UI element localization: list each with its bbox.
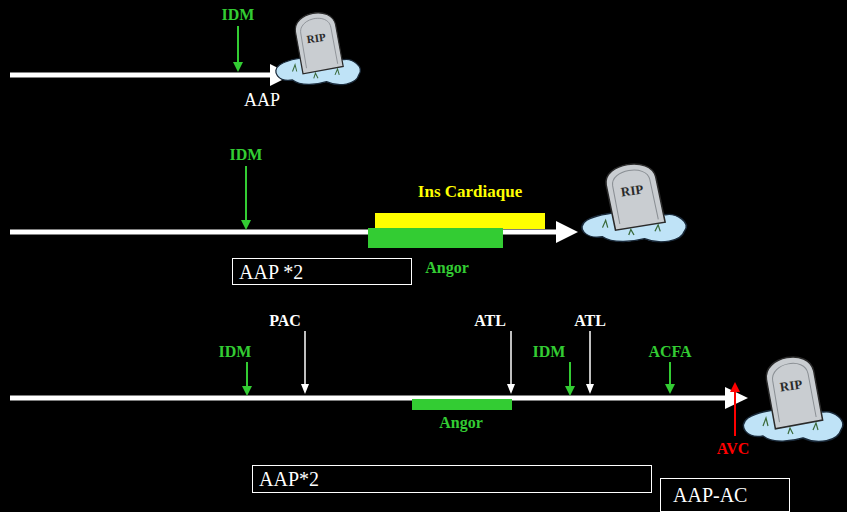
tombstone-text: RIP [620, 181, 644, 200]
label-text: Ins Cardiaque [418, 182, 522, 201]
procedure-label: ATL [574, 313, 606, 329]
treatment-box: AAP*2 [252, 465, 652, 493]
event-head [233, 62, 243, 72]
event-arrow [245, 166, 247, 222]
label-text: AAP [244, 90, 280, 110]
box-text: AAP*2 [259, 469, 319, 489]
condition-label: Angor [425, 260, 469, 276]
treatment-box: AAP *2 [232, 258, 412, 285]
event-head [507, 384, 515, 394]
label-text: RIP [779, 377, 803, 395]
event-label: IDM [222, 7, 255, 23]
timeline-line [10, 396, 727, 401]
label-text: RIP [306, 31, 326, 46]
event-head [665, 384, 675, 394]
treatment-box: AAP-AC [660, 478, 790, 512]
label-text: RIP [620, 182, 644, 200]
event-head [242, 386, 252, 396]
event-head [565, 386, 575, 396]
angina-bar [368, 228, 503, 248]
event-label: IDM [219, 344, 252, 360]
box-text: AAP *2 [239, 262, 303, 282]
label-text: IDM [219, 343, 252, 360]
event-label: IDM [533, 344, 566, 360]
event-label: ACFA [648, 344, 691, 360]
label-text: Angor [439, 414, 483, 431]
event-head [301, 384, 309, 394]
label-text: ATL [574, 312, 606, 329]
timeline-line [10, 73, 272, 78]
angina-bar [412, 399, 512, 410]
event-arrow [246, 362, 248, 388]
event-label: AVC [717, 441, 750, 457]
event-arrow [237, 26, 239, 64]
label-text: PAC [269, 312, 301, 329]
event-arrow [569, 362, 571, 388]
label-text: IDM [533, 343, 566, 360]
label-text: IDM [230, 146, 263, 163]
event-arrow [589, 331, 591, 386]
event-arrow [304, 331, 306, 386]
procedure-label: PAC [269, 313, 301, 329]
event-head [241, 220, 251, 230]
event-label: IDM [230, 147, 263, 163]
tombstone-text: RIP [779, 376, 803, 395]
condition-label: Angor [439, 415, 483, 431]
event-arrow [669, 362, 671, 386]
label-text: ACFA [648, 343, 691, 360]
label-text: IDM [222, 6, 255, 23]
tombstone [276, 10, 361, 85]
event-arrow [734, 390, 736, 436]
box-text: AAP-AC [673, 485, 747, 505]
tombstone [743, 354, 842, 442]
condition-label: Ins Cardiaque [418, 183, 522, 200]
label-text: AVC [717, 440, 750, 457]
label-text: ATL [474, 312, 506, 329]
timeline-head [556, 221, 578, 243]
event-arrow [510, 331, 512, 386]
label-text: Angor [425, 259, 469, 276]
heart-failure-bar [375, 213, 545, 229]
event-head [586, 384, 594, 394]
tombstone [582, 161, 686, 242]
procedure-label: ATL [474, 313, 506, 329]
tombstone-text: RIP [306, 28, 327, 46]
event-head [730, 382, 740, 392]
treatment-label: AAP [244, 91, 280, 109]
